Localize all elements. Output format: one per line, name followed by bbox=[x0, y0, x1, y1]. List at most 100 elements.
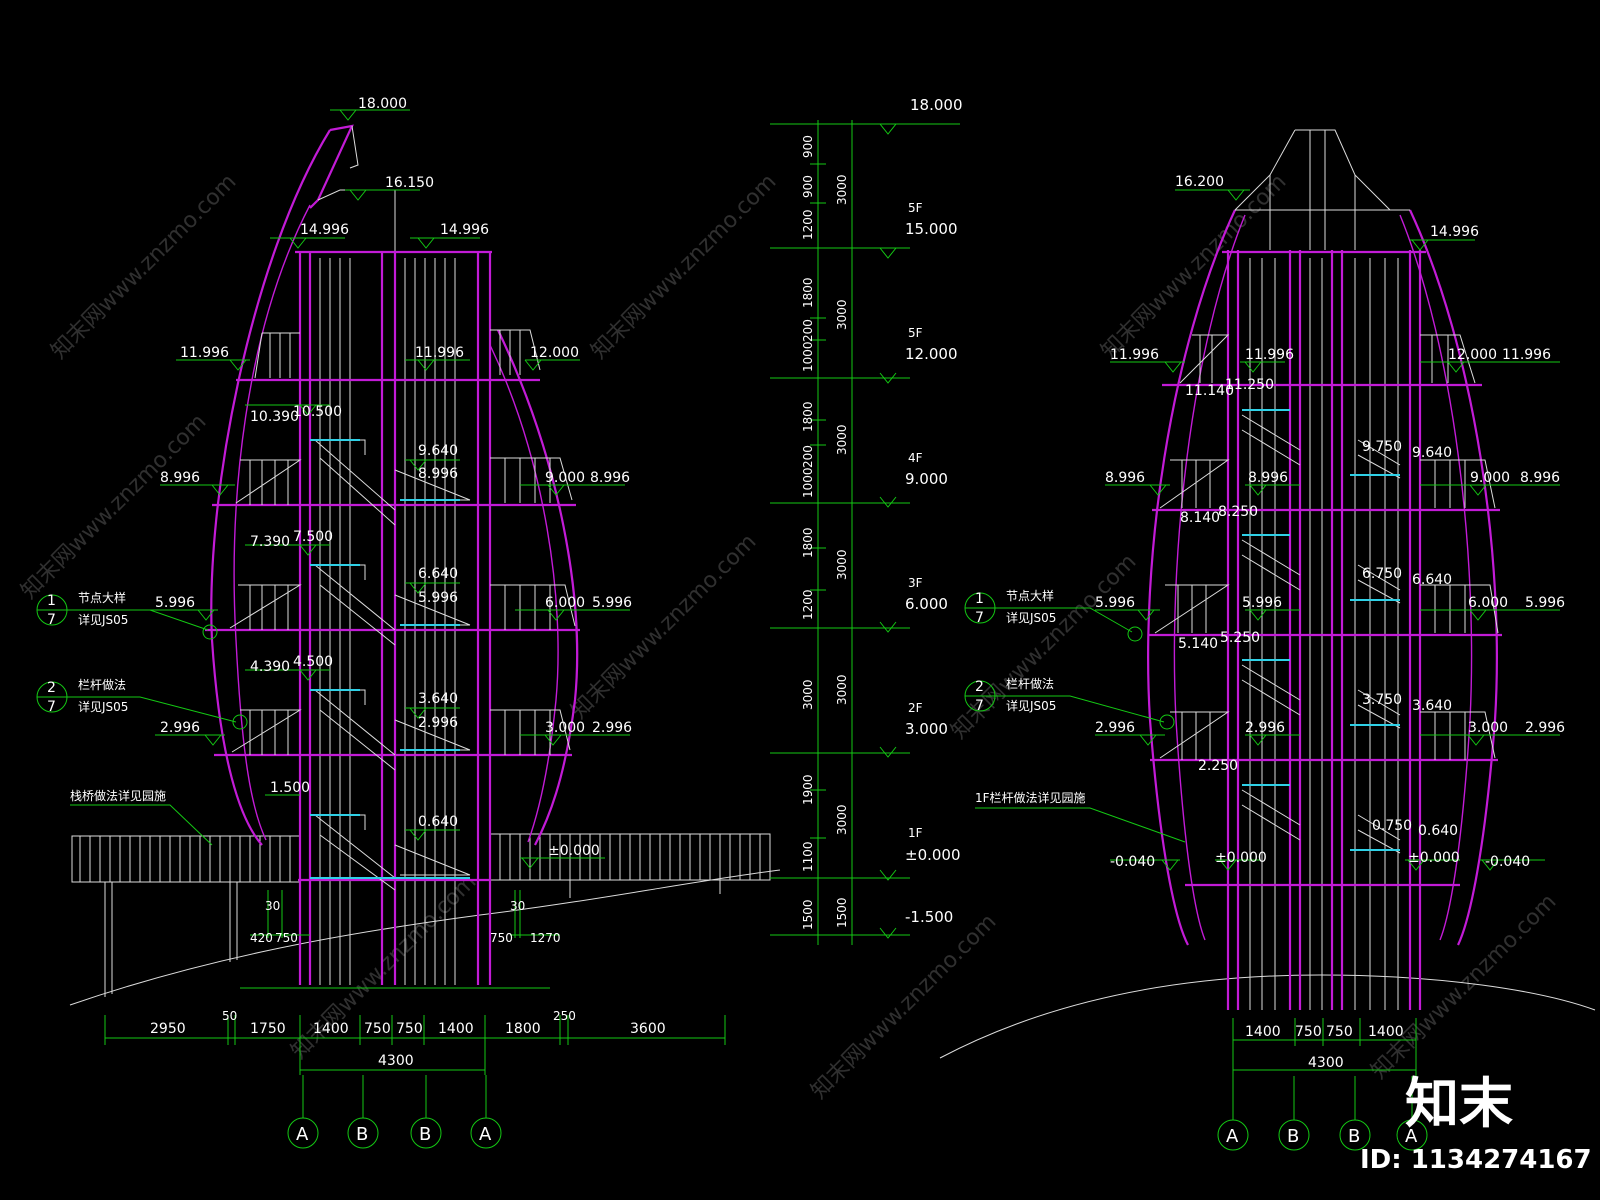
scale-floor-levels: 18.000 15.000 12.000 9.000 6.000 3.000 ±… bbox=[905, 96, 963, 926]
level-label: 2.996 bbox=[592, 720, 632, 736]
level-label: 11.996 bbox=[1245, 347, 1294, 363]
level-label: 5.140 bbox=[1178, 636, 1218, 652]
dim-total: 4300 bbox=[1308, 1055, 1344, 1071]
callout-ref: 详见JS05 bbox=[1006, 698, 1056, 713]
level-label: 5.996 bbox=[418, 590, 458, 606]
level-label: ±0.000 bbox=[1408, 850, 1460, 866]
level-label: 3.000 bbox=[1468, 720, 1508, 736]
level-label: 5.996 bbox=[592, 595, 632, 611]
level-label: 7.500 bbox=[293, 529, 333, 545]
watermark-text: 知末网www.znzmo.com bbox=[17, 409, 212, 604]
level-label: 6.640 bbox=[1412, 572, 1452, 588]
level-label: ±0.000 bbox=[548, 843, 600, 859]
floor-slabs bbox=[205, 378, 580, 882]
level-label: 8.996 bbox=[590, 470, 630, 486]
roof-fin bbox=[309, 124, 354, 209]
detail-callout-1: 1 7 节点大样 详见JS05 bbox=[964, 588, 1143, 642]
dim-label: 750 bbox=[396, 1021, 423, 1037]
grid-label: B bbox=[356, 1124, 368, 1145]
bridge-deck-left bbox=[71, 835, 301, 883]
level-label: 5.996 bbox=[1525, 595, 1565, 611]
vertical-dimension-scale: 900 900 1200 1800 200 1000 1800 200 1000… bbox=[770, 96, 963, 945]
left-section: 18.000 16.150 14.996 14.996 11.996 11.99… bbox=[36, 96, 781, 1149]
watermark-text: 知末网www.znzmo.com bbox=[567, 529, 762, 724]
bottom-dim-lines bbox=[105, 987, 725, 1071]
callout-ref: 详见JS05 bbox=[1006, 610, 1056, 625]
dim-label: 1200 bbox=[801, 589, 815, 620]
level-label: 11.996 bbox=[180, 345, 229, 361]
grid-label: A bbox=[1226, 1126, 1239, 1147]
level-label: 8.996 bbox=[1248, 470, 1288, 486]
watermark-text: 知末网www.znzmo.com bbox=[947, 549, 1142, 744]
dim-label: 3000 bbox=[801, 679, 815, 710]
level-label: 11.996 bbox=[415, 345, 464, 361]
level-label: 6.000 bbox=[545, 595, 585, 611]
watermark-brand: 知末 bbox=[1405, 1072, 1513, 1135]
callout-number: 2 bbox=[975, 679, 984, 695]
dim-label: 750 bbox=[1295, 1024, 1322, 1040]
callout-title: 栏杆做法 bbox=[1006, 676, 1054, 691]
dim-label: 1000 bbox=[801, 341, 815, 372]
callout-title: 栏杆做法 bbox=[78, 677, 126, 692]
level-label: 8.996 bbox=[1520, 470, 1560, 486]
dim-label: 200 bbox=[801, 445, 815, 468]
watermark-text: 知末网www.znzmo.com bbox=[1367, 889, 1562, 1084]
level-label: 6.640 bbox=[418, 566, 458, 582]
stair-landings bbox=[1242, 409, 1400, 851]
dim-label: 3000 bbox=[835, 424, 849, 455]
level-label: 0.640 bbox=[1418, 823, 1458, 839]
detail-callout-2: 2 7 栏杆做法 详见JS05 bbox=[36, 677, 248, 730]
level-label: 8.996 bbox=[160, 470, 200, 486]
dim-label: 1500 bbox=[835, 897, 849, 928]
grid-axis-bubbles: A B B A bbox=[287, 1075, 502, 1149]
scale-axes bbox=[817, 120, 853, 945]
level-label: 8.996 bbox=[418, 466, 458, 482]
shell-inner-left bbox=[233, 204, 311, 841]
floor-tag: 3F bbox=[908, 576, 923, 590]
level-label: 6.750 bbox=[1362, 566, 1402, 582]
dim-label: 200 bbox=[801, 319, 815, 342]
scale-floor-tags: 5F 5F 4F 3F 2F 1F bbox=[908, 201, 923, 840]
columns bbox=[1226, 250, 1422, 1010]
dim-label: 30 bbox=[265, 899, 280, 913]
grid-label: B bbox=[419, 1124, 431, 1145]
level-labels: 16.200 14.996 11.996 11.996 12.000 11.99… bbox=[1095, 174, 1565, 870]
grid-label: A bbox=[296, 1124, 309, 1145]
callout-sheet: 7 bbox=[975, 698, 984, 714]
shell-inner-right bbox=[1399, 214, 1473, 941]
bridge-piles bbox=[104, 880, 721, 997]
dim-label: 1800 bbox=[801, 527, 815, 558]
level-label: 2.996 bbox=[1095, 720, 1135, 736]
dim-label: 420 bbox=[250, 931, 273, 945]
grid-label: A bbox=[1405, 1126, 1418, 1147]
floor-tag: 2F bbox=[908, 701, 923, 715]
callout-sheet: 7 bbox=[47, 612, 56, 628]
level-label: 2.996 bbox=[1245, 720, 1285, 736]
level-label: 11.996 bbox=[1110, 347, 1159, 363]
balconies bbox=[1154, 334, 1499, 760]
callout-number: 1 bbox=[975, 591, 984, 607]
level-label: 5.250 bbox=[1220, 630, 1260, 646]
level-label: 2.996 bbox=[418, 715, 458, 731]
dim-label: 3000 bbox=[835, 299, 849, 330]
level-label: 8.140 bbox=[1180, 510, 1220, 526]
shell-outer-left bbox=[210, 129, 331, 846]
dim-label: 3000 bbox=[835, 549, 849, 580]
callout-ref: 详见JS05 bbox=[78, 699, 128, 714]
level-label: 3.000 bbox=[545, 720, 585, 736]
watermark-text: 知末网www.znzmo.com bbox=[47, 169, 242, 364]
floor-level: ±0.000 bbox=[905, 846, 961, 864]
level-label: 5.996 bbox=[155, 595, 195, 611]
dim-label: 1000 bbox=[801, 467, 815, 498]
level-label: 0.640 bbox=[418, 814, 458, 830]
level-label: 9.000 bbox=[1470, 470, 1510, 486]
watermark-id: ID: 1134274167 bbox=[1360, 1145, 1592, 1175]
dim-label: 750 bbox=[275, 931, 298, 945]
level-label: 11.140 bbox=[1185, 383, 1234, 399]
floor-level: 12.000 bbox=[905, 345, 958, 363]
shell-outer-right bbox=[497, 329, 579, 846]
floor-level: 9.000 bbox=[905, 470, 948, 488]
level-label: 9.640 bbox=[1412, 445, 1452, 461]
callout-number: 2 bbox=[47, 680, 56, 696]
